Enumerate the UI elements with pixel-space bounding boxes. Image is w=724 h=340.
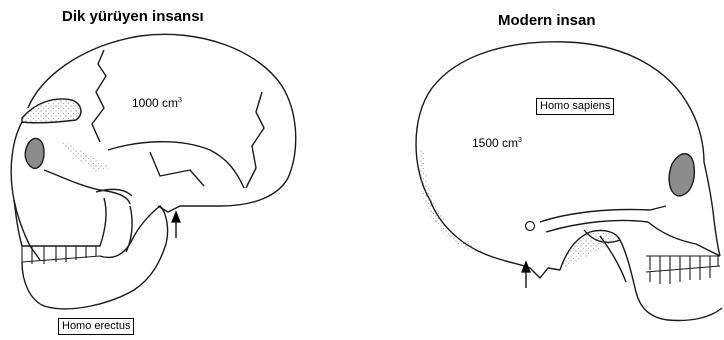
sapiens-teeth — [646, 256, 720, 284]
left-skull-title: Dik yürüyen insansı — [62, 8, 204, 25]
erectus-squamosal-suture — [108, 142, 244, 188]
erectus-cranium-outline — [28, 34, 296, 212]
sapiens-cranium-outline — [416, 42, 704, 200]
sapiens-mandible — [620, 240, 722, 321]
sapiens-volume-exponent: 3 — [518, 137, 522, 144]
sapiens-species-label: Homo sapiens — [536, 98, 614, 115]
homo-sapiens-skull — [416, 42, 722, 321]
erectus-teeth — [22, 246, 100, 264]
sapiens-volume-value: 1500 cm — [472, 136, 518, 150]
erectus-coronal-suture — [92, 50, 106, 142]
sapiens-face-outline — [704, 162, 720, 256]
erectus-volume-value: 1000 cm — [132, 96, 178, 110]
erectus-temporal-shading — [62, 140, 110, 172]
erectus-foramen-arrow — [172, 212, 180, 238]
erectus-upper-jaw — [14, 198, 106, 246]
erectus-cheekbone — [44, 170, 130, 204]
sapiens-orbit — [669, 154, 694, 196]
homo-erectus-skull — [11, 34, 296, 308]
erectus-species-label: Homo erectus — [58, 318, 134, 335]
sapiens-brain-volume: 1500 cm3 — [472, 136, 522, 150]
sapiens-occipital-shading — [419, 150, 486, 254]
sapiens-ear-opening — [526, 222, 535, 231]
erectus-mandible-ramus — [126, 206, 132, 252]
right-skull-title: Modern insan — [498, 12, 596, 29]
erectus-volume-exponent: 3 — [178, 97, 182, 104]
sapiens-occipital-base — [430, 200, 560, 278]
sapiens-maxilla — [648, 222, 720, 256]
erectus-parietal-line — [150, 152, 204, 186]
erectus-orbit — [25, 138, 44, 168]
erectus-lambdoid-suture — [246, 92, 264, 188]
erectus-brain-volume: 1000 cm3 — [132, 96, 182, 110]
sapiens-zygomatic-arch — [540, 206, 666, 222]
